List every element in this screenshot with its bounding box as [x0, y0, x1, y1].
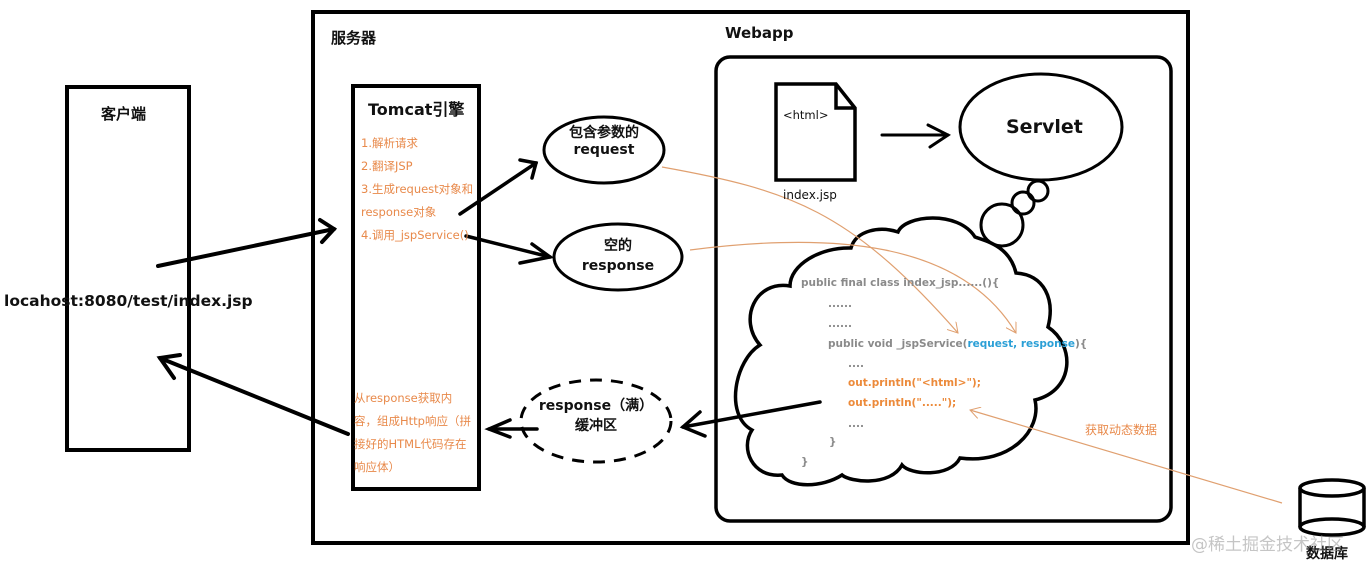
code-dots-2: ......	[828, 318, 852, 330]
servlet-label: Servlet	[1006, 116, 1083, 138]
database-icon	[1298, 478, 1366, 537]
empty-response-bubble	[552, 222, 684, 292]
code-dots-1: ......	[828, 298, 852, 310]
buffer-bubble-line2: 缓冲区	[575, 418, 617, 434]
buffer-bubble-label: response（满） 缓冲区	[521, 396, 671, 436]
database-label: 数据库	[1306, 546, 1348, 562]
server-box	[311, 10, 1190, 545]
response-note-4: 响应体）	[354, 460, 400, 474]
jsp-file-icon	[774, 82, 857, 182]
response-bubble-line2: response	[581, 258, 655, 274]
request-bubble-line2: request	[573, 142, 635, 158]
dynamic-data-line	[970, 410, 1283, 504]
response-bubble-label: 空的 response	[558, 236, 678, 276]
client-box	[65, 85, 191, 452]
buffer-bubble-line1: response（满）	[538, 398, 654, 414]
tomcat-step-3b: response对象	[361, 205, 437, 219]
to-request-arrow	[458, 158, 539, 216]
code-close-outer: }	[801, 456, 809, 468]
thought-bubble-medium	[1010, 190, 1036, 216]
code-param-request: request	[967, 338, 1014, 350]
response-note-2: 容，组成Http响应（拼	[354, 414, 471, 428]
dynamic-data-label: 获取动态数据	[1085, 423, 1158, 437]
tomcat-box	[351, 84, 481, 491]
code-println-1: out.println("<html>");	[848, 377, 981, 389]
response-mapping-line	[689, 241, 1017, 333]
response-arrow	[156, 353, 350, 436]
file-name: index.jsp	[783, 188, 837, 202]
watermark: @稀土掘金技术社区	[1191, 535, 1344, 555]
response-note-3: 接好的HTML代码存在	[354, 437, 467, 451]
code-class-decl: public final class index_jsp......(){	[801, 277, 1000, 289]
request-arrow	[156, 218, 338, 268]
request-bubble	[542, 115, 666, 185]
request-bubble-line1: 包含参数的	[569, 125, 639, 141]
request-bubble-label: 包含参数的 request	[544, 125, 664, 159]
request-mapping-line	[661, 166, 958, 333]
file-to-servlet-arrow	[880, 123, 951, 149]
code-println-2: out.println(".....");	[848, 397, 957, 409]
thought-bubble-small	[1026, 179, 1050, 203]
tomcat-step-1: 1.解析请求	[361, 136, 418, 150]
response-bubble-line1: 空的	[604, 238, 632, 254]
code-method-prefix: public void _jspService(	[828, 338, 968, 350]
code-param-response: response	[1020, 338, 1075, 350]
code-inner-dots-2: ....	[848, 418, 864, 430]
tomcat-step-3: 3.生成request对象和	[361, 182, 474, 196]
tomcat-step-4: 4.调用_jspService()	[361, 228, 469, 242]
buffer-to-tomcat-arrow	[484, 418, 539, 439]
code-close-inner: }	[829, 436, 837, 448]
buffer-bubble	[519, 378, 673, 464]
client-title: 客户端	[101, 105, 147, 123]
webapp-title: Webapp	[725, 24, 794, 42]
code-method-suffix: ){	[1074, 338, 1088, 350]
code-comma: ,	[1013, 338, 1021, 350]
tomcat-title: Tomcat引擎	[368, 100, 465, 119]
tomcat-step-2: 2.翻译JSP	[361, 159, 413, 173]
code-cloud	[733, 216, 1069, 487]
cloud-to-buffer-arrow	[679, 400, 822, 438]
client-url: locahost:8080/test/index.jsp	[4, 292, 253, 310]
server-title: 服务器	[331, 29, 377, 47]
webapp-box	[714, 55, 1173, 523]
code-inner-dots-1: ....	[848, 358, 864, 370]
thought-bubble-large	[979, 202, 1025, 248]
response-note-1: 从response获取内	[354, 391, 453, 405]
to-response-arrow	[464, 234, 555, 265]
file-content: <html>	[783, 108, 829, 122]
code-method: public void _jspService(request, respons…	[828, 338, 1087, 350]
